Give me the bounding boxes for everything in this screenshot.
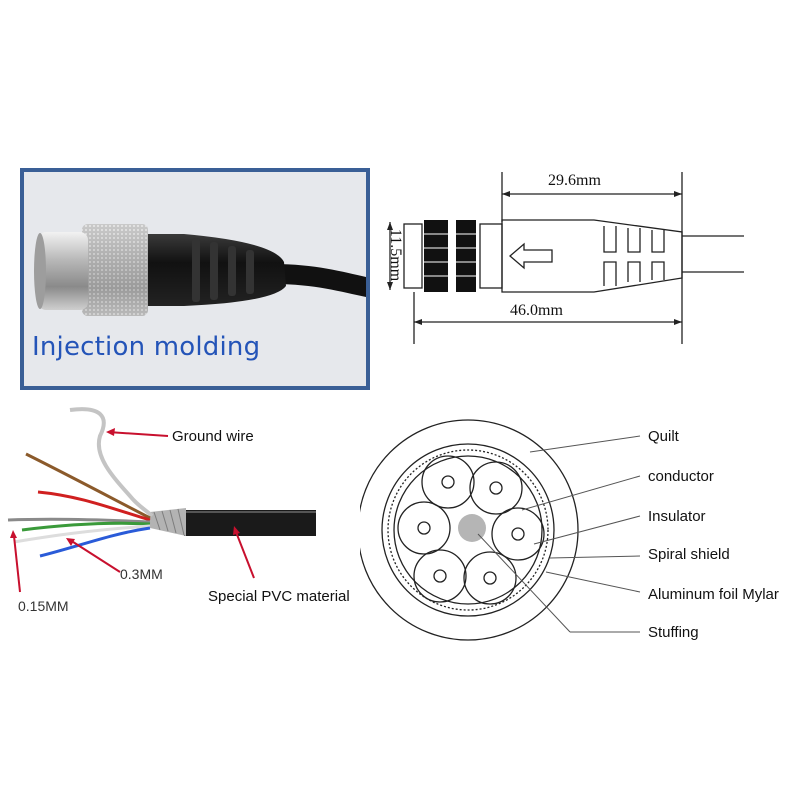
label-insulator: Insulator xyxy=(648,508,706,525)
label-quilt: Quilt xyxy=(648,428,679,445)
label-conductor: conductor xyxy=(648,468,714,485)
label-0-15mm: 0.15MM xyxy=(18,598,69,614)
stripped-cable-illustration xyxy=(7,407,316,593)
label-stuffing: Stuffing xyxy=(648,624,699,641)
cable-cross-section xyxy=(360,419,641,641)
label-0-3mm: 0.3MM xyxy=(120,566,163,582)
label-aluminum-foil-mylar: Aluminum foil Mylar xyxy=(648,586,779,603)
dimension-11-5: 11.5mm xyxy=(387,228,404,282)
label-ground-wire: Ground wire xyxy=(172,428,254,445)
dimension-46-0: 46.0mm xyxy=(510,302,563,319)
dimension-29-6: 29.6mm xyxy=(548,172,601,189)
label-special-pvc: Special PVC material xyxy=(208,588,350,605)
label-spiral-shield: Spiral shield xyxy=(648,546,730,563)
photo-caption: Injection molding xyxy=(32,332,261,362)
connector-photo: Injection molding xyxy=(20,168,370,390)
connector-dimension-drawing xyxy=(387,172,744,344)
connector-illustration xyxy=(24,172,366,386)
